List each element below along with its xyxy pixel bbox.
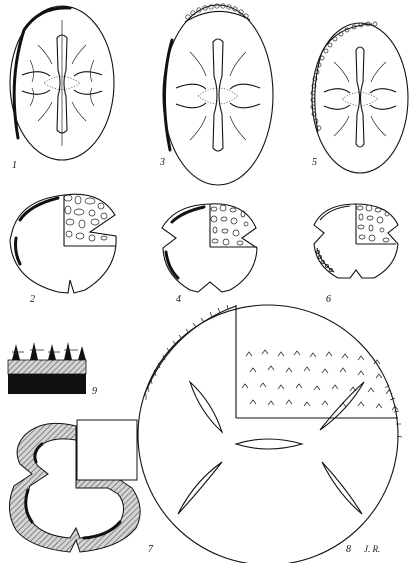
figure-1-pollen-equatorial — [10, 6, 114, 160]
figure-5-sculpture-beads — [311, 22, 377, 130]
figure-9-exine-section — [8, 342, 86, 394]
figure-5-label: 5 — [312, 157, 317, 168]
figure-8-label: 8 — [346, 544, 351, 555]
figure-2-label: 2 — [30, 294, 35, 305]
figure-9-label: 9 — [92, 386, 97, 397]
artist-signature: J. R. — [364, 544, 380, 554]
figure-3-label: 3 — [159, 157, 165, 168]
figure-4-label: 4 — [176, 294, 181, 305]
figure-7-label: 7 — [148, 544, 154, 555]
figure-7-pollen-section — [9, 420, 140, 552]
figure-6-label: 6 — [326, 294, 331, 305]
figure-3-pollen-equatorial — [163, 4, 273, 185]
figure-2-pollen-polar — [10, 194, 116, 293]
figure-8-pollen-large-polar — [138, 305, 402, 563]
figure-4-pollen-polar — [162, 204, 257, 292]
figure-6-pollen-polar — [314, 204, 398, 278]
figure-5-pollen-equatorial — [311, 22, 408, 173]
figure-1-label: 1 — [12, 160, 17, 171]
